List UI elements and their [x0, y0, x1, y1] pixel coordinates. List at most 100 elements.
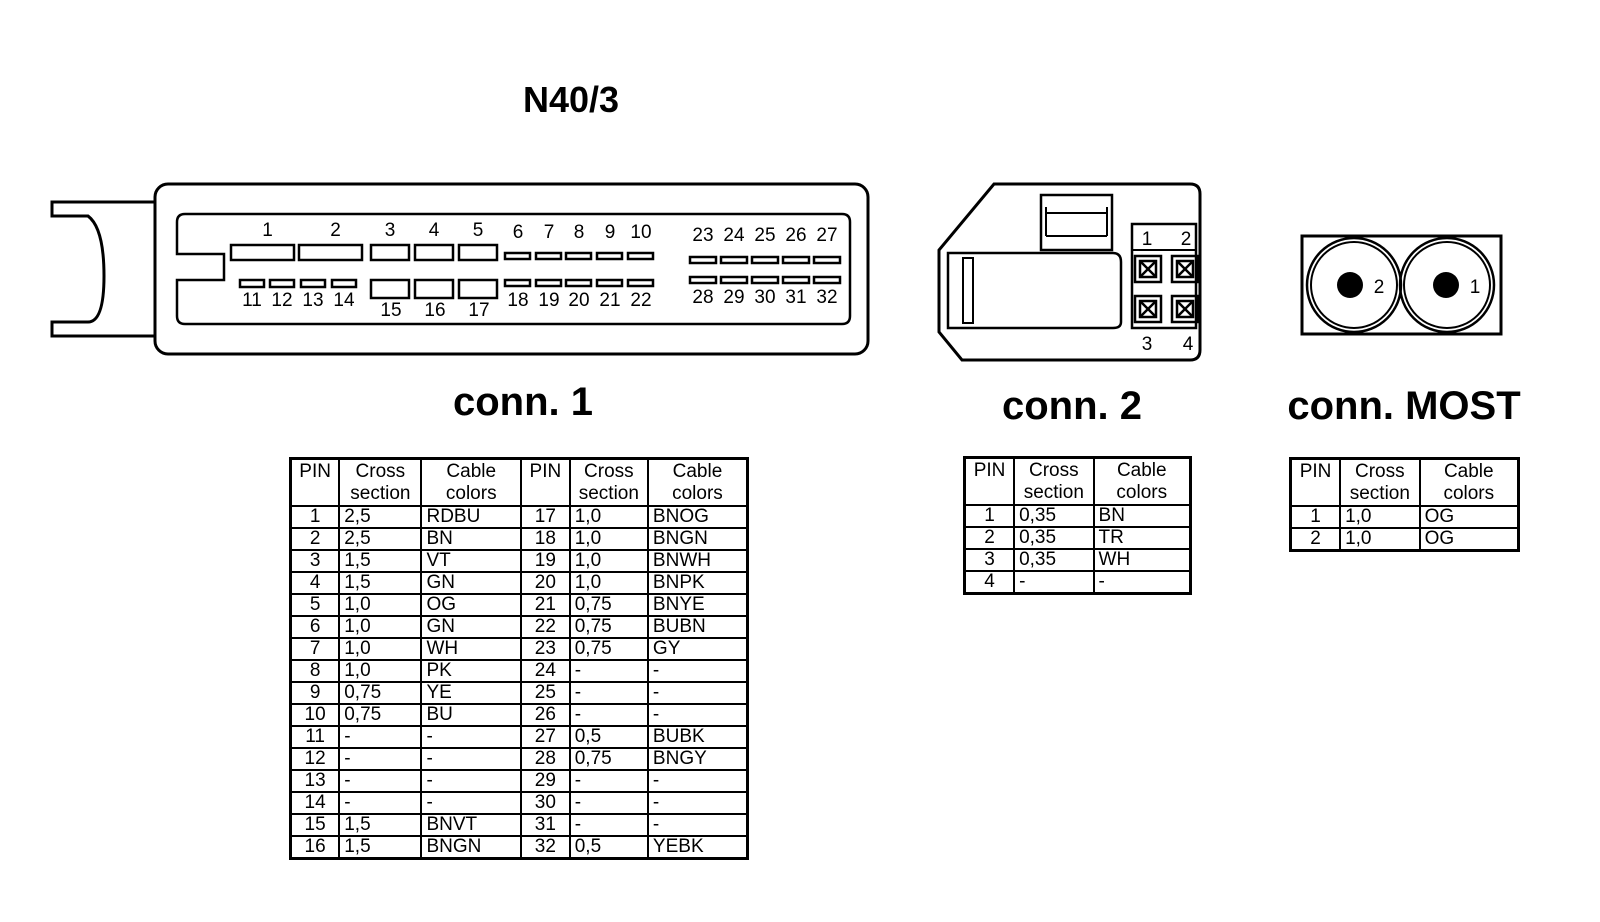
table-cell: 3 — [963, 548, 1016, 572]
pin-header: PIN — [289, 457, 341, 507]
table-cell: 14 — [289, 791, 341, 815]
table-cell: 30 — [520, 791, 571, 815]
conn1-pin-label: 11 — [242, 290, 262, 311]
table-cell: - — [420, 747, 522, 771]
table-cell: YEBK — [646, 835, 749, 860]
most-pin-label: 2 — [1374, 277, 1385, 298]
table-cell: - — [338, 725, 423, 749]
table-cell: BUBK — [646, 725, 749, 749]
conn1-pin-label: 29 — [723, 287, 744, 308]
table-cell: 1 — [289, 505, 341, 529]
table-cell: 0,75 — [568, 615, 649, 639]
conn1-contact — [330, 278, 358, 289]
table-cell: - — [568, 681, 649, 705]
table-cell: 0,35 — [1013, 526, 1095, 550]
table-row: 14--30-- — [289, 791, 749, 815]
table-cell: 2 — [289, 527, 341, 551]
conn1-label: conn. 1 — [453, 380, 593, 424]
table-cell: 0,75 — [338, 681, 423, 705]
table-cell: 1,0 — [338, 659, 423, 683]
table-cell: WH — [1092, 548, 1192, 572]
table-cell: 2,5 — [338, 505, 423, 529]
diagram-title: N40/3 — [523, 79, 619, 120]
table-cell: 2 — [1289, 527, 1342, 552]
conn1-contact — [781, 275, 811, 285]
table-row: 13--29-- — [289, 769, 749, 793]
conn1-contact — [750, 255, 780, 265]
table-cell: 1,0 — [568, 571, 649, 595]
table-cell: 1,0 — [568, 505, 649, 529]
pin-header: PIN — [520, 457, 571, 507]
table-cell: 1,5 — [338, 571, 423, 595]
conn2-pin-label: 2 — [1181, 229, 1192, 250]
table-cell: 9 — [289, 681, 341, 705]
table-cell: BNOG — [646, 505, 749, 529]
most-housing — [1300, 234, 1503, 336]
conn1-pin-label: 22 — [630, 290, 651, 311]
table-cell: 1,5 — [338, 813, 423, 837]
conn2-pin-label: 1 — [1142, 229, 1153, 250]
conn1-contact — [688, 275, 718, 285]
conn1-pin-label: 9 — [605, 222, 616, 243]
table-cell: 20 — [520, 571, 571, 595]
table-cell: - — [646, 769, 749, 793]
most-label: conn. MOST — [1287, 384, 1520, 428]
conn1-contact — [719, 255, 749, 265]
table-cell: - — [568, 791, 649, 815]
table-cell: 24 — [520, 659, 571, 683]
conn1-pin-label: 12 — [271, 290, 292, 311]
conn1-contact — [750, 275, 780, 285]
table-cell: 29 — [520, 769, 571, 793]
conn1-contact — [626, 251, 655, 261]
conn1-pin-label: 30 — [754, 287, 775, 308]
table-cell: 15 — [289, 813, 341, 837]
conn1-pin-label: 18 — [507, 290, 528, 311]
table-cell: BNVT — [420, 813, 522, 837]
conn2-contact-2 — [1170, 254, 1200, 284]
table-cell: 10 — [289, 703, 341, 727]
table-cell: - — [420, 725, 522, 749]
conn1-contact — [534, 278, 563, 288]
table-cell: 25 — [520, 681, 571, 705]
table-cell: 1,0 — [1339, 527, 1421, 552]
table-cell: - — [568, 769, 649, 793]
table-row: 4-- — [963, 570, 1192, 595]
conn1-contact — [534, 251, 563, 261]
conn1-pin-label: 15 — [380, 300, 401, 321]
conn1-pin-label: 19 — [538, 290, 559, 311]
table-cell: BN — [1092, 504, 1192, 528]
conn1-pin-label: 7 — [544, 222, 555, 243]
table-cell: OG — [1418, 527, 1520, 552]
table-cell: - — [338, 769, 423, 793]
table-cell: BNGN — [646, 527, 749, 551]
table-cell: 0,75 — [568, 747, 649, 771]
conn1-contact — [595, 251, 624, 261]
table-cell: RDBU — [420, 505, 522, 529]
conn1-contact — [812, 275, 842, 285]
table-cell: BNGY — [646, 747, 749, 771]
conn1-pin-label: 24 — [723, 225, 745, 246]
table-cell: 5 — [289, 593, 341, 617]
conn1-pin-label: 14 — [333, 290, 355, 311]
table-cell: 3 — [289, 549, 341, 573]
conn2-contact-3 — [1133, 294, 1163, 324]
pin-header: PIN — [963, 456, 1016, 506]
table-cell: 0,35 — [1013, 504, 1095, 528]
conn1-pin-label: 32 — [816, 287, 837, 308]
conn1-pin-label: 21 — [599, 290, 620, 311]
table-cell: - — [646, 681, 749, 705]
table-cell: - — [420, 769, 522, 793]
conn1-contact — [626, 278, 655, 288]
conn2-contact-4 — [1170, 294, 1200, 324]
